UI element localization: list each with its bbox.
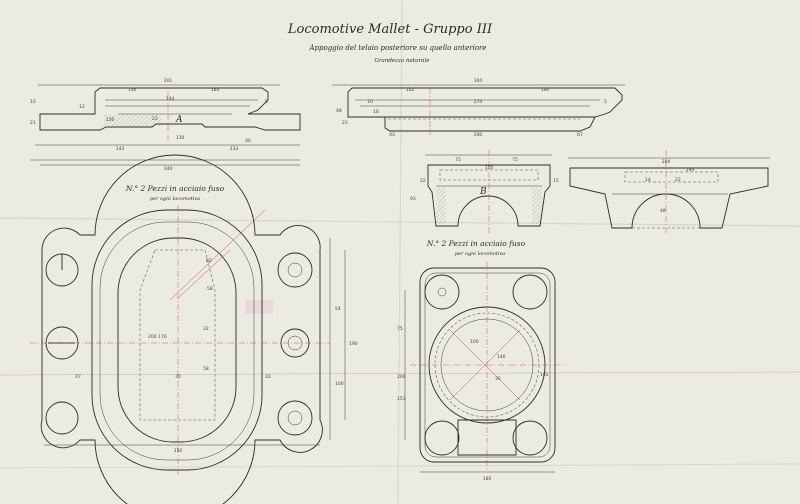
dim-b-1: 75 [512,157,518,163]
dim-pa-1: 82 [206,258,212,264]
dim-as-0: 304 [474,78,483,84]
dim-a-10: 340 [164,166,173,172]
dim-as-2: 190 [541,87,550,93]
plan-a: N.° 2 Pezzi in acciaio fuso per ogni loc… [30,154,358,504]
dim-as-10: 23 [342,120,348,126]
dim-pb-2: 75 [397,326,403,332]
dim-a-13: 22 [152,116,158,122]
dim-bs-3: 22 [675,177,681,183]
dim-pb-5: 165 [540,372,549,378]
dim-as-8: 43 [389,132,395,138]
part-b-elevation: B 75 75 150 22 93 15 [410,150,559,235]
part-b-label: B [479,187,487,197]
dim-a-5: 156 [106,117,115,123]
plan-a-note-line1: N.° 2 Pezzi in acciaio fuso [125,184,225,193]
dim-pb-1: 146 [497,354,506,360]
part-b-side: 204 194 14 22 48 [568,150,770,235]
dim-a-8: 143 [116,146,125,152]
dim-a-9: 133 [230,146,239,152]
dim-as-4: 274 [474,99,483,105]
scale-note: Grandezza naturale [375,58,431,64]
dim-b-0: 75 [455,157,461,163]
dim-b-4: 93 [410,196,416,202]
dim-pa-6: 100 [335,381,344,387]
dim-as-6: 200 [474,132,483,138]
dim-b-5: 15 [553,178,559,184]
dim-pa-10: 170 [158,334,167,340]
dim-as-9: 48 [336,108,342,114]
dim-a-12: 21 [30,120,36,126]
dim-b-2: 150 [485,165,494,171]
plan-b-note-line1: N.° 2 Pezzi in acciaio fuso [426,239,526,248]
dim-pa-4: 150 [174,448,183,454]
dim-pb-6: 35 [495,376,501,382]
dim-bs-1: 194 [686,167,695,173]
dim-pb-0: 100 [470,339,479,345]
dim-pa-8: 58 [203,366,209,372]
dim-as-5: 16 [373,109,379,115]
plan-a-note-line2: per ogni locomotiva [150,196,200,202]
dim-b-3: 22 [420,178,426,184]
dim-a-7: 40 [245,138,251,144]
dim-a-1: 156 [128,87,137,93]
part-a-label: A [175,115,183,125]
drawing-subtitle: Appoggio del telaio posteriore su quello… [308,44,486,52]
dim-bs-2: 14 [645,177,651,183]
dim-pa-0: 47 [75,374,81,380]
dim-pa-3: 42 [265,374,271,380]
drawing-title: Locomotive Mallet - Gruppo III [287,22,493,37]
dim-pb-3: 200 [397,374,406,380]
dim-pa-5: 54 [335,306,341,312]
dim-pb-7: 180 [483,476,492,482]
plan-b-note-line2: per ogni locomotiva [455,251,505,257]
dim-pb-4: 153 [397,396,406,402]
part-a-side: 304 102 190 10 274 16 200 67 43 48 23 5 [332,78,625,138]
dim-bs-0: 204 [662,159,671,165]
dim-a-2: 144 [166,96,175,102]
dim-a-0: 201 [164,78,173,84]
part-a-elevation: A 201 156 144 164 12 156 130 40 143 133 … [30,78,301,172]
dim-pa-12: 190 [349,341,358,347]
dim-as-1: 102 [406,87,415,93]
plan-b: N.° 2 Pezzi in acciaio fuso per ogni loc… [397,239,565,482]
dim-a-4: 12 [79,104,85,110]
dim-pa-7: 32 [203,326,209,332]
dim-a-6: 130 [176,135,185,141]
dim-pa-11: 58 [207,286,213,292]
dim-a-3: 164 [211,87,220,93]
dim-a-11: 10 [30,99,36,105]
dim-pa-9: 200 [148,334,157,340]
dim-a-14: 5 [265,99,268,105]
dim-bs-4: 48 [660,208,666,214]
dim-as-3: 10 [367,99,373,105]
dim-as-11: 5 [604,99,607,105]
dim-as-7: 67 [577,132,583,138]
dim-pa-2: 30 [175,374,181,380]
